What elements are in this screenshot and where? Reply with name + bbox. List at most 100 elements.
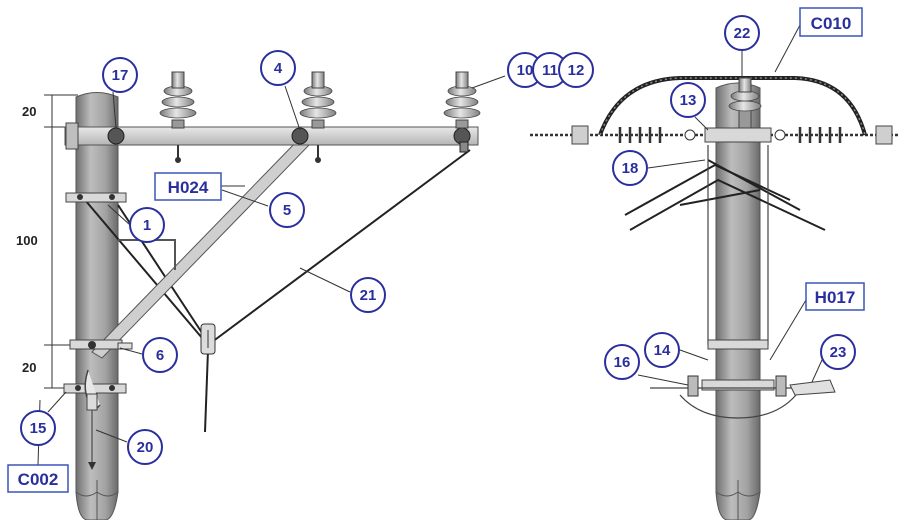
- arm-hanger: [459, 141, 469, 153]
- strain-insulator-left: [571, 125, 696, 145]
- callout-16: 16: [604, 344, 640, 380]
- code-box-c010: C010: [799, 7, 863, 37]
- callout-17: 17: [102, 57, 138, 93]
- callout-circle: [129, 207, 165, 243]
- right-top-insulator: [728, 77, 762, 129]
- bolt: [88, 341, 96, 349]
- callout-number: 16: [614, 354, 631, 371]
- callout-22: 22: [724, 15, 760, 51]
- callout-5: 5: [269, 192, 305, 228]
- callout-10: 10: [507, 52, 543, 88]
- dimension-line: 20 100 20: [16, 94, 78, 389]
- pole-band-upper: [65, 192, 127, 203]
- insulator-left: [159, 71, 197, 129]
- callout-circle: [724, 15, 760, 51]
- code-box-h024: H024: [154, 172, 222, 201]
- callout-number: 11: [542, 62, 558, 79]
- callout-circle: [350, 277, 386, 313]
- callout-14: 14: [644, 332, 680, 368]
- side-bracket: [118, 239, 176, 270]
- callout-number: 5: [283, 202, 291, 219]
- callout-number: 22: [734, 25, 751, 42]
- right-pole-bracket: [704, 127, 772, 143]
- callout-12: 12: [558, 52, 594, 88]
- lower-clamp-band: [701, 379, 775, 391]
- callout-number: 23: [830, 344, 847, 361]
- left-pole-fork-curve: [75, 491, 119, 497]
- callout-circle: [644, 332, 680, 368]
- bolt: [77, 194, 83, 200]
- left-assembly: 20 100 20: [16, 71, 481, 520]
- code-box-h017: H017: [805, 282, 865, 311]
- right-pole-fork-curve: [715, 491, 761, 497]
- code-label: H024: [168, 178, 209, 197]
- guy-wire-lower: [84, 199, 209, 346]
- callout-23: 23: [820, 334, 856, 370]
- callout-13: 13: [670, 82, 706, 118]
- callout-circle: [558, 52, 594, 88]
- callout-circle: [604, 344, 640, 380]
- cross-wire-c: [707, 159, 801, 211]
- insulator-right: [443, 71, 481, 129]
- callout-number: 1: [143, 217, 151, 234]
- callout-number: 12: [568, 62, 585, 79]
- dimension-bottom: 20: [22, 360, 36, 375]
- leader-lines: [37, 24, 823, 466]
- callout-11: 11: [532, 52, 568, 88]
- callout-18: 18: [612, 150, 648, 186]
- lower-cradle: [679, 394, 797, 419]
- callout-circle: [102, 57, 138, 93]
- callout-4: 4: [260, 50, 296, 86]
- arm-fitting-4: [291, 127, 309, 145]
- right-pole: [715, 82, 761, 520]
- insulator-pin-nut: [315, 157, 321, 163]
- callout-6: 6: [142, 337, 178, 373]
- callout-circle: [670, 82, 706, 118]
- lower-bolt-left: [687, 375, 699, 397]
- callout-number: 13: [680, 92, 697, 109]
- cross-wire-b: [629, 178, 826, 231]
- callout-circle: [142, 337, 178, 373]
- bolt: [109, 385, 115, 391]
- code-label: C010: [811, 14, 852, 33]
- right-pole-band: [707, 339, 769, 350]
- callout-21: 21: [350, 277, 386, 313]
- callout-number: 18: [622, 160, 639, 177]
- callout-15: 15: [20, 410, 56, 446]
- insulator-pin-nut: [175, 157, 181, 163]
- callout-number: 20: [137, 439, 154, 456]
- dimension-top: 20: [22, 104, 36, 119]
- callout-circle: [820, 334, 856, 370]
- callout-circle: [269, 192, 305, 228]
- jumper-cable-texture: [599, 77, 866, 136]
- callout-1: 1: [129, 207, 165, 243]
- callout-20: 20: [127, 429, 163, 465]
- callout-circle: [612, 150, 648, 186]
- callout-number: 15: [30, 420, 47, 437]
- lower-bolt-right: [775, 375, 787, 397]
- callout-number: 6: [156, 347, 164, 364]
- callout-number: 17: [112, 67, 129, 84]
- insulator-middle: [299, 71, 337, 129]
- guy-wire-hanging: [204, 349, 209, 433]
- cross-wire-a: [624, 163, 791, 216]
- callout-number: 10: [517, 62, 534, 79]
- arm-fitting-17: [107, 127, 125, 145]
- dimension-middle: 100: [16, 233, 38, 248]
- crossarm-end-left: [65, 122, 79, 150]
- bolt: [75, 385, 81, 391]
- strain-insulator-right: [774, 125, 893, 145]
- callout-number: 21: [360, 287, 377, 304]
- code-label: C002: [18, 470, 59, 489]
- right-assembly: [530, 76, 900, 520]
- callout-circle: [260, 50, 296, 86]
- ground-arrow-head: [88, 462, 96, 470]
- pole-band-middle: [69, 339, 123, 350]
- lower-clip-plate: [86, 393, 98, 411]
- lower-cable-clip: [789, 379, 836, 396]
- crossarm: [64, 126, 479, 146]
- guy-wire-upper: [207, 149, 471, 346]
